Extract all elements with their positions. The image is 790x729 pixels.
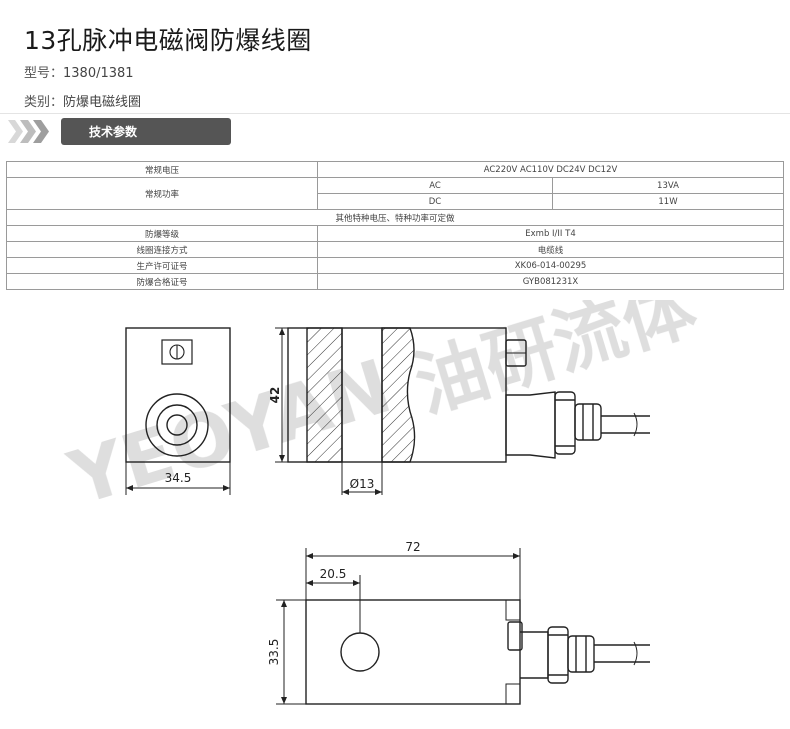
power-ac-value: 13VA [552,177,784,194]
voltage-key: 常规电压 [6,161,318,178]
table-row: 防爆等级 Exmb I/II T4 [6,225,784,242]
wiring-key: 线圈连接方式 [6,241,318,258]
bottom-view [305,599,650,705]
spec-table: 常规电压 AC220V AC110V DC24V DC12V 常规功率 AC 1… [6,161,784,290]
offset-dimension [306,575,361,633]
license-value: XK06-014-00295 [317,257,784,274]
dim-offset: 20.5 [320,567,347,581]
wiring-value: 电缆线 [317,241,784,258]
bottom-height-dimension [276,599,306,705]
voltage-value: AC220V AC110V DC24V DC12V [317,161,784,178]
table-row: 线圈连接方式 电缆线 [6,241,784,258]
hole-dimension [341,462,383,495]
dim-height-bottom: 33.5 [267,639,281,666]
model-value: 1380/1381 [63,66,134,81]
custom-note: 其他特种电压、特种功率可定做 [6,209,784,226]
power-dc-label: DC [317,193,553,210]
dimension-drawing: YEOYAN 油研流体 34.5 [59,300,705,705]
explosion-value: Exmb I/II T4 [317,225,784,242]
license-key: 生产许可证号 [6,257,318,274]
cert-value: GYB081231X [317,273,784,290]
model-label: 型号： [24,66,64,81]
dim-height-side: 42 [268,387,282,404]
dim-hole: Ø13 [350,477,375,491]
power-key: 常规功率 [6,177,318,210]
table-row: 生产许可证号 XK06-014-00295 [6,257,784,274]
front-view [125,327,231,463]
dim-width-front: 34.5 [165,471,192,485]
table-row: 常规电压 AC220V AC110V DC24V DC12V [6,161,784,178]
category-value: 防爆电磁线圈 [63,95,142,110]
table-row: DC 11W [7,193,784,210]
explosion-key: 防爆等级 [6,225,318,242]
category-row: 类别：防爆电磁线圈 [24,91,141,110]
header-divider [0,113,790,114]
table-row: 其他特种电压、特种功率可定做 [6,209,784,226]
power-ac-label: AC [317,177,553,194]
tab-tech-params[interactable]: 技术参数 [61,118,231,145]
side-view [287,327,650,463]
category-label: 类别： [24,95,64,110]
total-length-dimension [305,548,521,600]
dim-total-length: 72 [405,540,420,554]
table-row: 防爆合格证号 GYB081231X [6,273,784,290]
power-dc-value: 11W [552,193,784,210]
table-row: 常规功率 AC 13VA [6,177,784,210]
model-row: 型号：1380/1381 [24,62,134,81]
side-height-dimension [275,327,288,463]
cert-key: 防爆合格证号 [6,273,318,290]
front-width-dimension [125,462,231,495]
tab-bar: 技术参数 [6,118,231,145]
page-title: 13孔脉冲电磁阀防爆线圈 [24,25,312,55]
chevron-right-icon [8,120,49,143]
